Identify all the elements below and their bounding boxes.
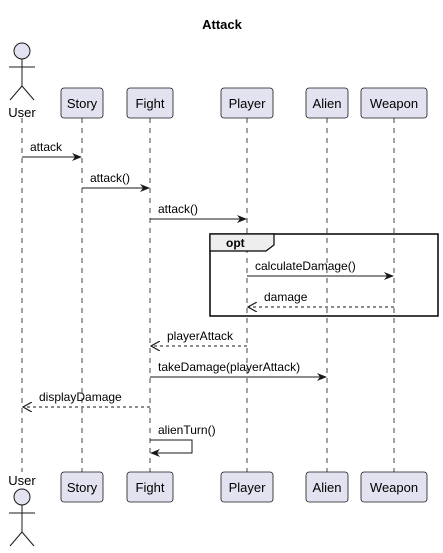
participant-box bbox=[220, 87, 274, 119]
participant-fight-top: Fight bbox=[126, 87, 174, 119]
participant-label: Alien bbox=[313, 96, 342, 111]
participant-box bbox=[126, 87, 174, 119]
fragments: opt bbox=[209, 233, 439, 317]
actor-figure-icon bbox=[9, 488, 35, 547]
diagram-title: Attack bbox=[202, 17, 243, 32]
actor-figure-icon bbox=[9, 42, 35, 101]
fragment-frame bbox=[209, 233, 439, 317]
participant-box bbox=[60, 87, 104, 119]
participant-player-top: Player bbox=[220, 87, 274, 119]
participant-box bbox=[360, 471, 428, 503]
message-6: playerAttack bbox=[151, 329, 247, 346]
lifelines bbox=[21, 118, 395, 472]
participant-label: Story bbox=[67, 96, 98, 111]
participant-weapon-top: Weapon bbox=[360, 87, 428, 119]
participant-label: Fight bbox=[136, 96, 165, 111]
fragment-label: opt bbox=[226, 236, 245, 250]
participant-player-bottom: Player bbox=[220, 471, 274, 503]
participant-label: Player bbox=[229, 480, 267, 495]
message-label: attack bbox=[30, 140, 63, 154]
participant-story-top: Story bbox=[60, 87, 104, 119]
message-2: attack() bbox=[82, 171, 150, 192]
actor-label: User bbox=[8, 473, 36, 488]
self-call-arrow bbox=[150, 439, 193, 457]
message-label: playerAttack bbox=[167, 329, 234, 343]
participant-story-bottom: Story bbox=[60, 471, 104, 503]
message-label: attack() bbox=[158, 202, 198, 216]
participant-box bbox=[360, 87, 428, 119]
message-8: displayDamage bbox=[23, 390, 150, 407]
fragment-tab bbox=[209, 233, 275, 252]
participant-label: Fight bbox=[136, 480, 165, 495]
participant-fight-bottom: Fight bbox=[126, 471, 174, 503]
message-1: attack bbox=[22, 140, 82, 161]
message-label: calculateDamage() bbox=[255, 259, 356, 273]
participant-box bbox=[60, 471, 104, 503]
participant-label: Weapon bbox=[370, 480, 418, 495]
participant-label: Story bbox=[67, 480, 98, 495]
participant-alien-top: Alien bbox=[305, 87, 349, 119]
participant-box bbox=[305, 87, 349, 119]
message-5: damage bbox=[248, 290, 394, 307]
message-label: takeDamage(playerAttack) bbox=[158, 360, 300, 374]
participant-box bbox=[126, 471, 174, 503]
message-3: attack() bbox=[150, 202, 247, 223]
participants-bottom: User Story Fight Player Alien Weapon bbox=[8, 471, 428, 547]
message-4: calculateDamage() bbox=[247, 259, 394, 280]
participant-weapon-bottom: Weapon bbox=[360, 471, 428, 503]
messages: attack attack() attack() calculateDamage() d… bbox=[22, 140, 394, 457]
message-label: displayDamage bbox=[39, 390, 122, 404]
participant-box bbox=[220, 471, 274, 503]
participant-box bbox=[305, 471, 349, 503]
fragment-opt: opt bbox=[209, 233, 439, 317]
participant-alien-bottom: Alien bbox=[305, 471, 349, 503]
self-message-1: alienTurn() bbox=[150, 423, 216, 457]
actor-user: User bbox=[8, 473, 36, 547]
participants-top: User Story Fight Player Alien Weapon bbox=[8, 42, 428, 120]
message-label: alienTurn() bbox=[158, 423, 216, 437]
message-label: damage bbox=[264, 290, 308, 304]
message-7: takeDamage(playerAttack) bbox=[150, 360, 327, 381]
participant-label: Player bbox=[229, 96, 267, 111]
participant-label: Weapon bbox=[370, 96, 418, 111]
actor-label: User bbox=[8, 105, 36, 120]
message-label: attack() bbox=[90, 171, 130, 185]
actor-user: User bbox=[8, 42, 36, 120]
participant-label: Alien bbox=[313, 480, 342, 495]
